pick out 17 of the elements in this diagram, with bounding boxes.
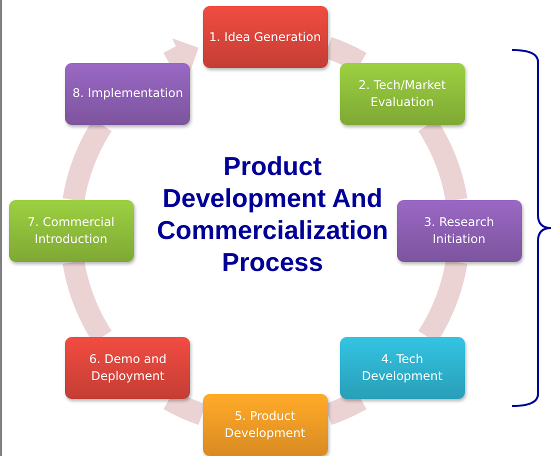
step-label: 4. Tech Development bbox=[360, 351, 444, 386]
step-label: 1. Idea Generation bbox=[208, 28, 322, 46]
process-box bbox=[396, 200, 522, 262]
process-box bbox=[340, 337, 465, 400]
process-box bbox=[340, 62, 465, 125]
step-label: 8. Implementation bbox=[72, 85, 184, 102]
process-box bbox=[8, 200, 134, 262]
step-label: 7. Commercial Introduction bbox=[26, 214, 116, 248]
step-label: 3. Research Initiation bbox=[422, 214, 496, 248]
step-label: 6. Demo and Deployment bbox=[88, 351, 168, 386]
step-label: 5. Product Development bbox=[224, 408, 306, 442]
process-box bbox=[202, 6, 328, 68]
diagram-title: Product Development And Commercialization Process bbox=[156, 150, 390, 278]
process-box bbox=[65, 337, 190, 400]
process-box bbox=[202, 394, 328, 456]
step-label: 2. Tech/Market Evaluation bbox=[357, 76, 447, 111]
process-box bbox=[65, 62, 190, 125]
